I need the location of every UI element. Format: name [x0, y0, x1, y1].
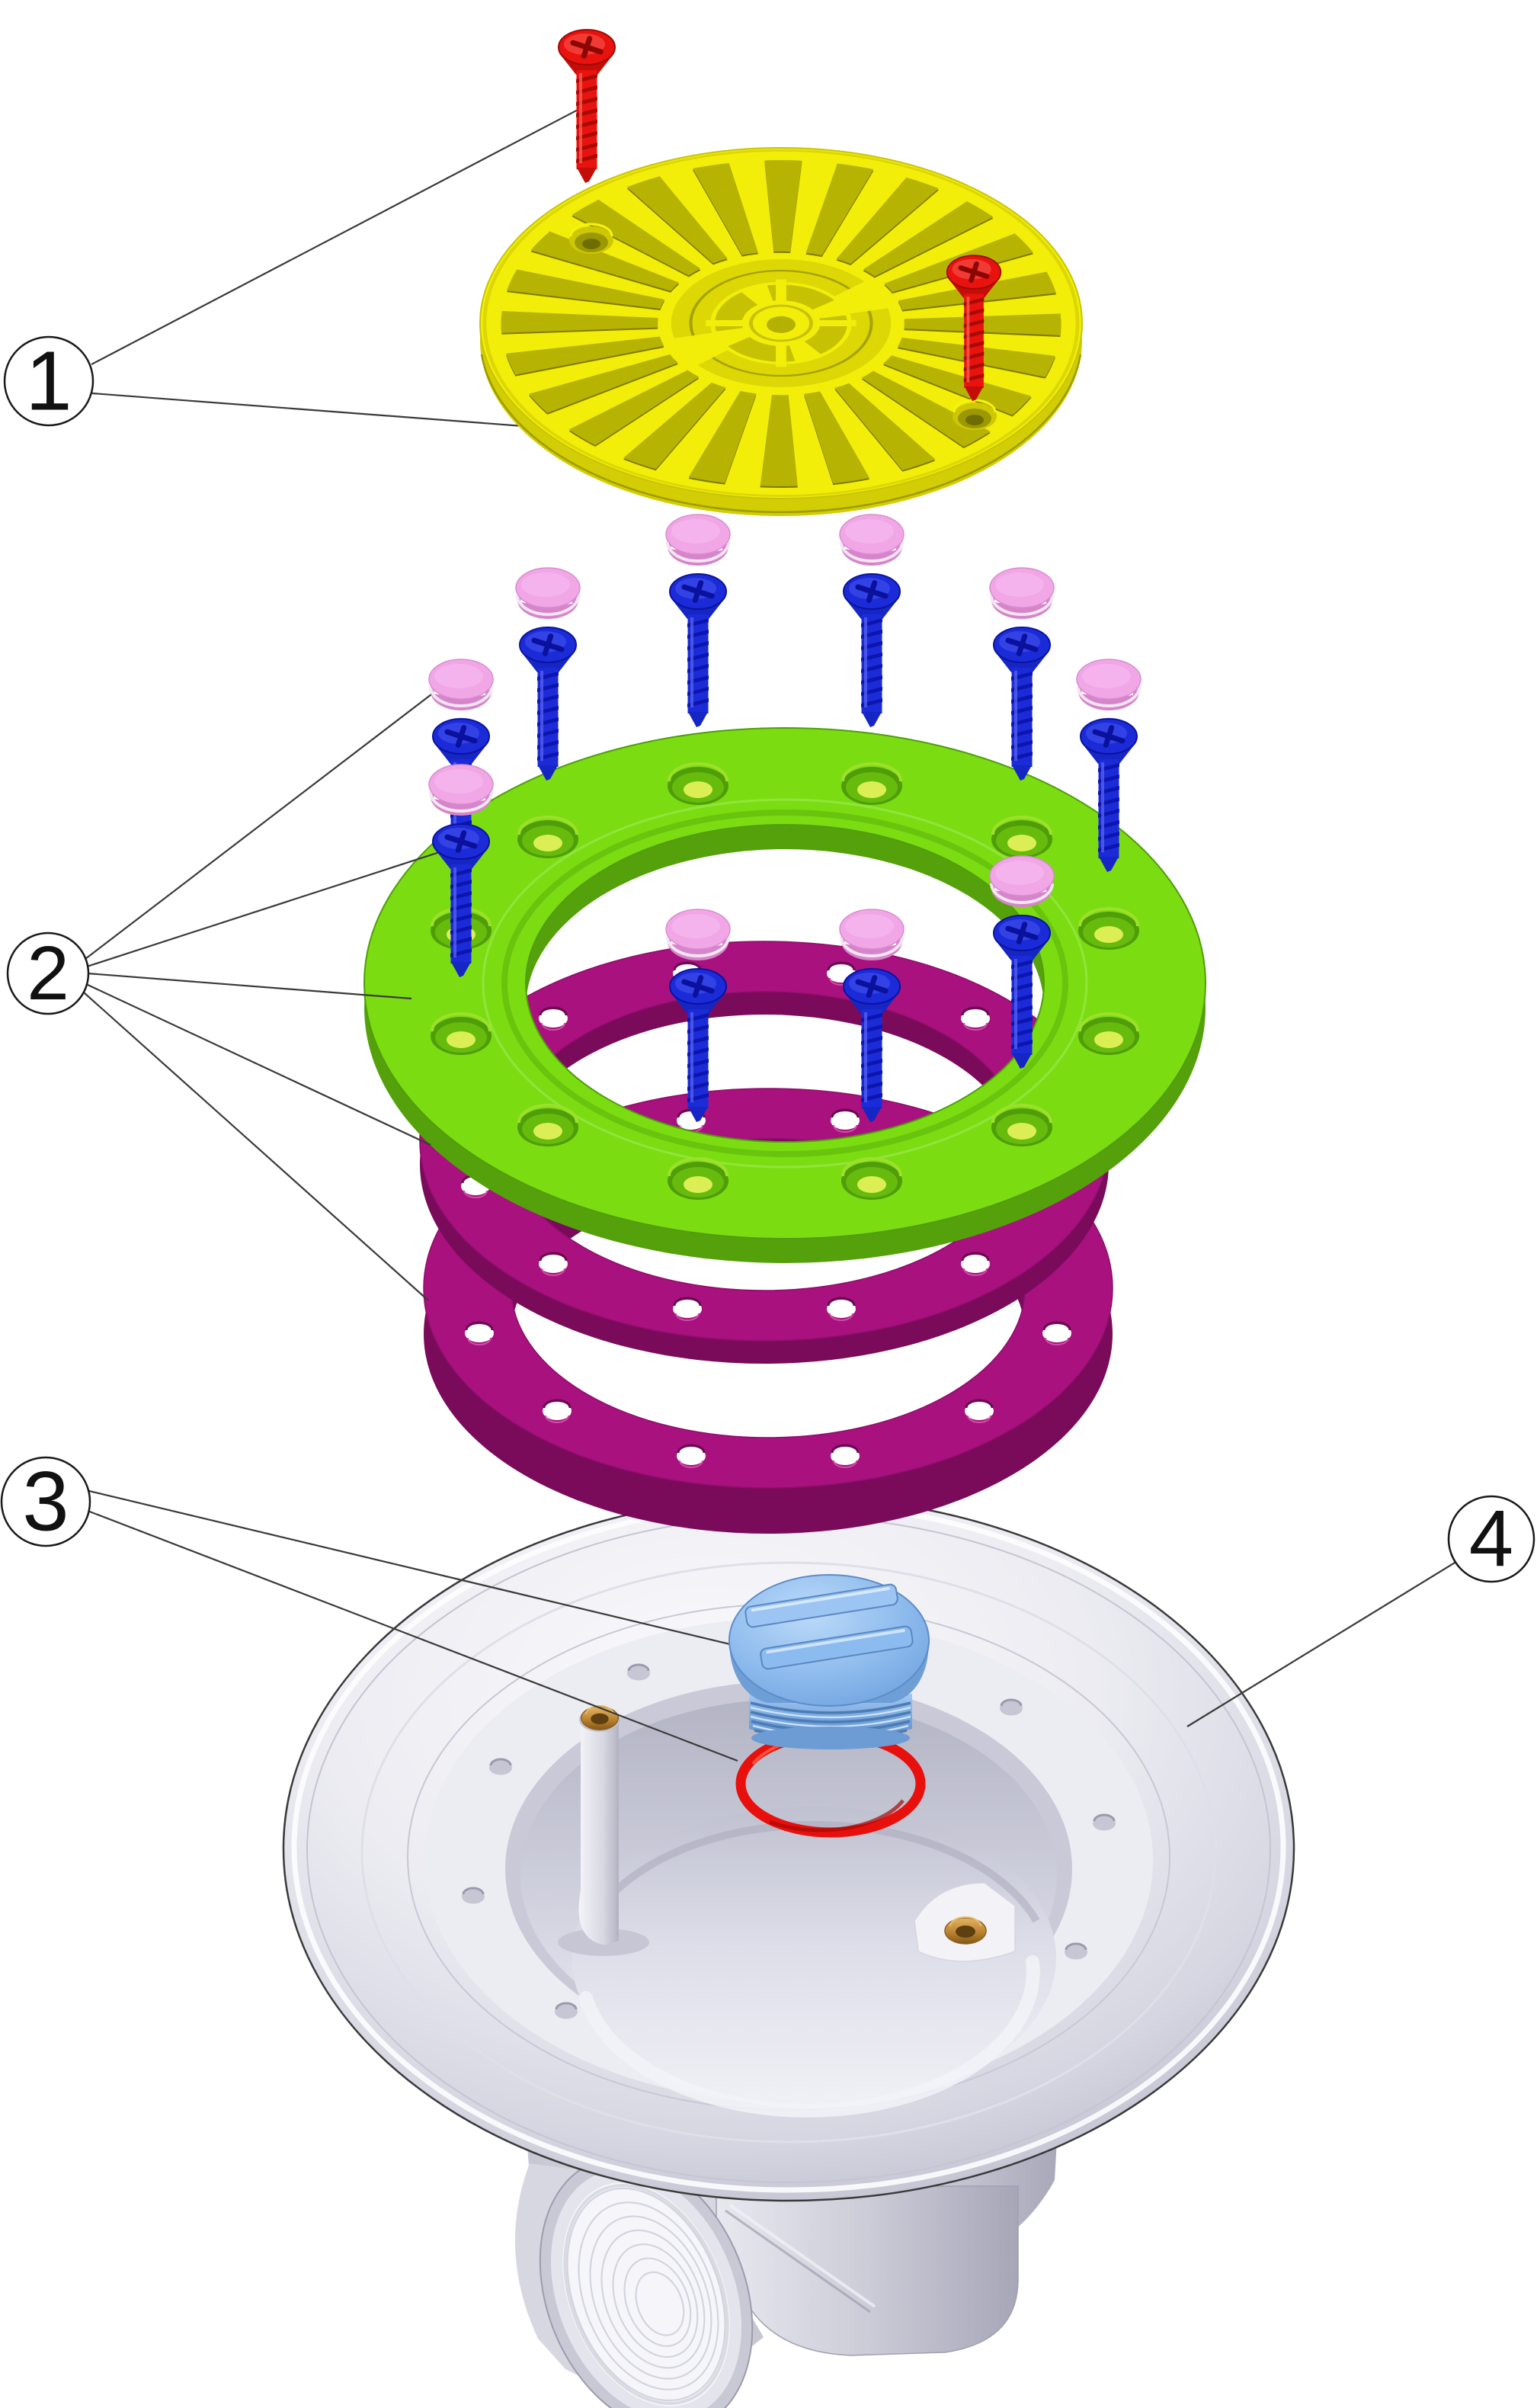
- grate-hole-right: [951, 399, 998, 431]
- blue-screw: [670, 574, 726, 727]
- callout-4-number: 4: [1469, 1495, 1513, 1584]
- callout-2-badge: [6, 931, 90, 1015]
- pink-cap: [838, 513, 905, 567]
- pink-cap: [988, 566, 1055, 620]
- plug-grip-ribs: [744, 1583, 914, 1670]
- ring-inner-groove: [501, 810, 1068, 1157]
- leader-line-3b: [87, 1509, 738, 1762]
- hub-center-hole: [767, 316, 796, 333]
- callout-1-number: 1: [25, 335, 72, 428]
- funnel-slope-line-outer: [360, 1561, 1217, 2143]
- callout-2: 2: [6, 931, 90, 1016]
- brass-insert-2: [944, 1916, 987, 1945]
- bowl-inner-shadow: [599, 1820, 1040, 1923]
- leader-lines-1: [91, 106, 584, 428]
- callout-1: 1: [3, 335, 94, 428]
- hub-bridges: [706, 279, 857, 367]
- part-ring-and-gaskets: [83, 513, 1207, 1534]
- bottom-outlet-pipe: [716, 2185, 1019, 2356]
- leader-line-1a: [91, 106, 584, 365]
- callout-4-badge: [1447, 1495, 1535, 1583]
- pink-cap: [664, 513, 732, 567]
- leader-line-4: [1186, 1560, 1459, 1727]
- part-grate-assembly: [91, 30, 1083, 516]
- leader-line-3a: [88, 1489, 750, 1650]
- pink-cap: [1075, 658, 1142, 712]
- callout-3-number: 3: [22, 1455, 69, 1549]
- blue-screw: [520, 627, 576, 781]
- leader-line-2b: [86, 846, 454, 968]
- pink-cap: [664, 908, 732, 962]
- side-outlet-mouth: [539, 2156, 754, 2408]
- leader-lines-3-4: [87, 1489, 1459, 1762]
- leader-lines-2: [83, 674, 458, 1301]
- blue-screw: [844, 574, 900, 727]
- leader-line-2e: [83, 992, 429, 1301]
- callout-1-badge: [3, 335, 94, 427]
- pipe-crease-shadow: [725, 2209, 871, 2313]
- grate-hole-left: [568, 223, 615, 255]
- part-grate-cover: [479, 147, 1083, 516]
- bowl-floor: [572, 1807, 1056, 2108]
- ring-inner-step: [482, 798, 1088, 1169]
- leader-line-1b: [91, 392, 534, 428]
- pink-cap: [427, 763, 495, 817]
- callout-labels: 1 2 3 4: [0, 335, 1535, 1584]
- outlet-thread-lines: [566, 2187, 726, 2402]
- pink-cap: [427, 658, 495, 712]
- callout-3-badge: [0, 1456, 91, 1547]
- callout-3: 3: [0, 1455, 91, 1549]
- leader-line-2d: [85, 983, 431, 1146]
- brass-insert-1: [580, 1704, 620, 1731]
- callout-4: 4: [1447, 1495, 1535, 1584]
- pink-cap: [838, 908, 905, 962]
- red-screw-1: [559, 30, 615, 183]
- blue-screw: [994, 627, 1050, 781]
- pink-cap: [514, 566, 581, 620]
- callout-2-number: 2: [27, 931, 69, 1016]
- pink-cap: [988, 855, 1055, 909]
- part-drain-plug: [728, 1574, 930, 1749]
- part-standpipe: [558, 1704, 649, 1956]
- leader-line-2c: [87, 972, 412, 1000]
- leader-line-2a: [85, 674, 458, 960]
- pipe-crease-highlight: [728, 2204, 876, 2308]
- bowl-ledge-highlight: [579, 1955, 1040, 2118]
- part-drain-body: [87, 1489, 1459, 2408]
